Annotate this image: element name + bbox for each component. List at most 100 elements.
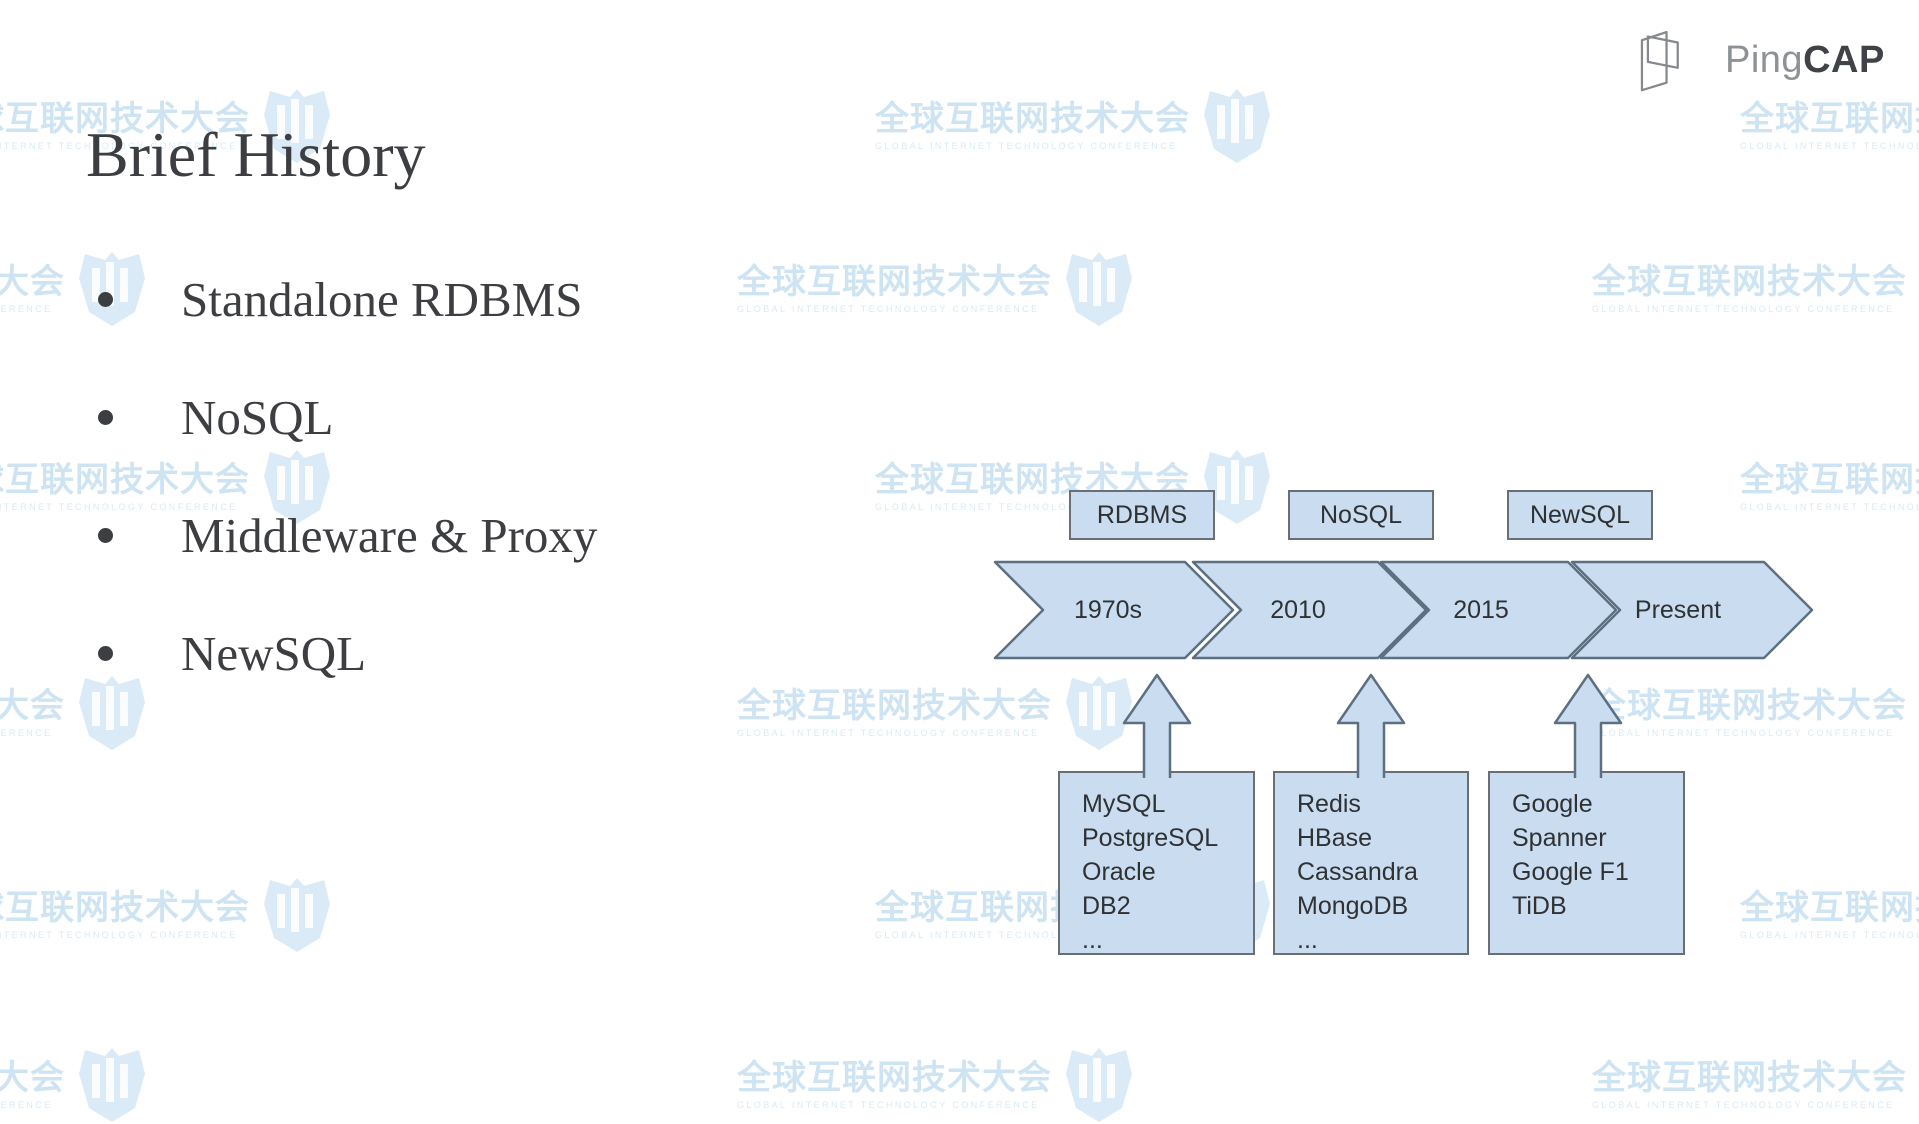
- example-line: MongoDB: [1297, 892, 1409, 920]
- watermark-unit: 全球互联网技术大会 GLOBAL INTERNET TECHNOLOGY CON…: [1592, 672, 1919, 752]
- watermark-text-block: 全球互联网技术大会 GLOBAL INTERNET TECHNOLOGY CON…: [1592, 262, 1907, 314]
- watermark-subtext: GLOBAL INTERNET TECHNOLOGY CONFERENCE: [0, 502, 238, 512]
- pingcap-wordmark-light: Ping: [1725, 38, 1804, 81]
- watermark-text-block: 全球互联网技术大会 GLOBAL INTERNET TECHNOLOGY CON…: [0, 262, 65, 314]
- category-label-rdbms: RDBMS: [1069, 490, 1215, 540]
- gitc-shield-icon: [79, 1048, 145, 1122]
- category-label-nosql: NoSQL: [1288, 490, 1434, 540]
- pingcap-wordmark-bold: CAP: [1803, 38, 1885, 81]
- watermark-subtext: GLOBAL INTERNET TECHNOLOGY CONFERENCE: [0, 141, 238, 151]
- example-line: MySQL: [1082, 790, 1166, 818]
- watermark-text: 全球互联网技术大会: [875, 100, 1190, 138]
- example-box-nosql: Redis HBase Cassandra MongoDB ...: [1273, 771, 1469, 955]
- chevron-2015: [1379, 560, 1618, 660]
- gitc-shield-icon: [264, 450, 330, 524]
- watermark-text: 全球互联网技术大会: [1592, 263, 1907, 301]
- example-line: Google F1: [1512, 858, 1629, 886]
- example-line: ...: [1082, 926, 1103, 954]
- watermark-unit: 全球互联网技术大会 GLOBAL INTERNET TECHNOLOGY CON…: [0, 248, 149, 328]
- watermark-unit: 全球互联网技术大会 GLOBAL INTERNET TECHNOLOGY CON…: [1740, 446, 1919, 526]
- watermark-unit: 全球互联网技术大会 GLOBAL INTERNET TECHNOLOGY CON…: [1592, 248, 1919, 328]
- watermark-text: 全球互联网技术大会: [0, 1059, 65, 1097]
- watermark-unit: 全球互联网技术大会 GLOBAL INTERNET TECHNOLOGY CON…: [0, 672, 149, 752]
- chevron-present: [1570, 560, 1814, 660]
- bullet-dot: [98, 527, 113, 543]
- pingcap-logo-icon: [1640, 30, 1679, 92]
- watermark-subtext: GLOBAL INTERNET TECHNOLOGY CONFERENCE: [737, 1100, 1040, 1110]
- pingcap-wordmark: PingCAP: [1725, 39, 1885, 82]
- watermark-subtext: GLOBAL INTERNET TECHNOLOGY CONFERENCE: [737, 304, 1040, 314]
- watermark-text: 全球互联网技术大会: [0, 461, 250, 499]
- chevron-1970s: [993, 560, 1235, 660]
- timeline-shapes-svg: [993, 560, 1814, 778]
- gitc-shield-icon: [264, 89, 330, 163]
- example-line: DB2: [1082, 892, 1131, 920]
- gitc-shield-icon: [1204, 450, 1270, 524]
- watermark-subtext: GLOBAL INTERNET TECHNOLOGY CONFERENCE: [1740, 930, 1919, 940]
- watermark-text-block: 全球互联网技术大会 GLOBAL INTERNET TECHNOLOGY CON…: [0, 99, 250, 151]
- watermark-unit: 全球互联网技术大会 GLOBAL INTERNET TECHNOLOGY CON…: [0, 1044, 149, 1124]
- bullet-text: Standalone RDBMS: [181, 271, 583, 327]
- example-line: Spanner: [1512, 824, 1607, 852]
- watermark-text: 全球互联网技术大会: [0, 687, 65, 725]
- watermark-text: 全球互联网技术大会: [737, 687, 1052, 725]
- example-line: PostgreSQL: [1082, 824, 1219, 852]
- era-label-2015: 2015: [1453, 596, 1509, 624]
- watermark-unit: 全球互联网技术大会 GLOBAL INTERNET TECHNOLOGY CON…: [737, 1044, 1136, 1124]
- watermark-subtext: GLOBAL INTERNET TECHNOLOGY CONFERENCE: [1740, 502, 1919, 512]
- bullet-dot: [98, 409, 113, 425]
- example-line: Cassandra: [1297, 858, 1418, 886]
- watermark-text-block: 全球互联网技术大会 GLOBAL INTERNET TECHNOLOGY CON…: [875, 99, 1190, 151]
- era-label-2010: 2010: [1270, 596, 1326, 624]
- gitc-shield-icon: [1066, 676, 1132, 750]
- watermark-subtext: GLOBAL INTERNET TECHNOLOGY CONFERENCE: [1592, 728, 1895, 738]
- bullet-item: NewSQL: [98, 622, 597, 684]
- watermark-text-block: 全球互联网技术大会 GLOBAL INTERNET TECHNOLOGY CON…: [0, 888, 250, 940]
- chevron-2010: [1191, 560, 1428, 660]
- example-line: ...: [1297, 926, 1318, 954]
- watermark-text: 全球互联网技术大会: [737, 1059, 1052, 1097]
- example-box-newsql: Google Spanner Google F1 TiDB: [1488, 771, 1685, 955]
- watermark-unit: 全球互联网技术大会 GLOBAL INTERNET TECHNOLOGY CON…: [1740, 874, 1919, 954]
- watermark-text-block: 全球互联网技术大会 GLOBAL INTERNET TECHNOLOGY CON…: [0, 686, 65, 738]
- example-line: HBase: [1297, 824, 1373, 852]
- up-arrow-nosql: [1336, 673, 1406, 778]
- watermark-text: 全球互联网技术大会: [0, 889, 250, 927]
- bullet-list: Standalone RDBMS NoSQL Middleware & Prox…: [98, 268, 597, 740]
- bullet-dot: [98, 645, 113, 661]
- pingcap-logo: PingCAP: [1633, 20, 1885, 100]
- watermark-subtext: GLOBAL INTERNET TECHNOLOGY CONFERENCE: [0, 1100, 53, 1110]
- watermark-subtext: GLOBAL INTERNET TECHNOLOGY CONFERENCE: [875, 141, 1178, 151]
- gitc-shield-icon: [79, 676, 145, 750]
- watermark-unit: 全球互联网技术大会 GLOBAL INTERNET TECHNOLOGY CON…: [0, 85, 334, 165]
- bullet-item: Middleware & Proxy: [98, 504, 597, 566]
- watermark-subtext: GLOBAL INTERNET TECHNOLOGY CONFERENCE: [1592, 1100, 1895, 1110]
- watermark-text-block: 全球互联网技术大会 GLOBAL INTERNET TECHNOLOGY CON…: [1740, 460, 1919, 512]
- watermark-text-block: 全球互联网技术大会 GLOBAL INTERNET TECHNOLOGY CON…: [1740, 888, 1919, 940]
- example-line: Redis: [1297, 790, 1361, 818]
- watermark-text: 全球互联网技术大会: [1740, 889, 1919, 927]
- watermark-text: 全球互联网技术大会: [1592, 687, 1907, 725]
- watermark-text-block: 全球互联网技术大会 GLOBAL INTERNET TECHNOLOGY CON…: [737, 262, 1052, 314]
- gitc-shield-icon: [1066, 1048, 1132, 1122]
- watermark-text: 全球互联网技术大会: [0, 263, 65, 301]
- watermark-subtext: GLOBAL INTERNET TECHNOLOGY CONFERENCE: [875, 930, 1178, 940]
- watermark-unit: 全球互联网技术大会 GLOBAL INTERNET TECHNOLOGY CON…: [0, 874, 334, 954]
- watermark-text: 全球互联网技术大会: [1740, 461, 1919, 499]
- bullet-text: NoSQL: [181, 389, 334, 445]
- watermark-unit: 全球互联网技术大会 GLOBAL INTERNET TECHNOLOGY CON…: [737, 672, 1136, 752]
- gitc-shield-icon: [79, 252, 145, 326]
- watermark-unit: 全球互联网技术大会 GLOBAL INTERNET TECHNOLOGY CON…: [737, 248, 1136, 328]
- bullet-dot: [98, 291, 113, 307]
- watermark-text-block: 全球互联网技术大会 GLOBAL INTERNET TECHNOLOGY CON…: [0, 460, 250, 512]
- slide-title: Brief History: [86, 119, 426, 190]
- gitc-shield-icon: [1204, 89, 1270, 163]
- example-box-rdbms: MySQL PostgreSQL Oracle DB2 ...: [1058, 771, 1255, 955]
- watermark-subtext: GLOBAL INTERNET TECHNOLOGY CONFERENCE: [0, 930, 238, 940]
- watermark-text-block: 全球互联网技术大会 GLOBAL INTERNET TECHNOLOGY CON…: [737, 686, 1052, 738]
- era-label-1970s: 1970s: [1073, 596, 1143, 624]
- bullet-item: Standalone RDBMS: [98, 268, 597, 330]
- watermark-text: 全球互联网技术大会: [0, 100, 250, 138]
- example-line: TiDB: [1512, 892, 1567, 920]
- category-label-newsql: NewSQL: [1507, 490, 1653, 540]
